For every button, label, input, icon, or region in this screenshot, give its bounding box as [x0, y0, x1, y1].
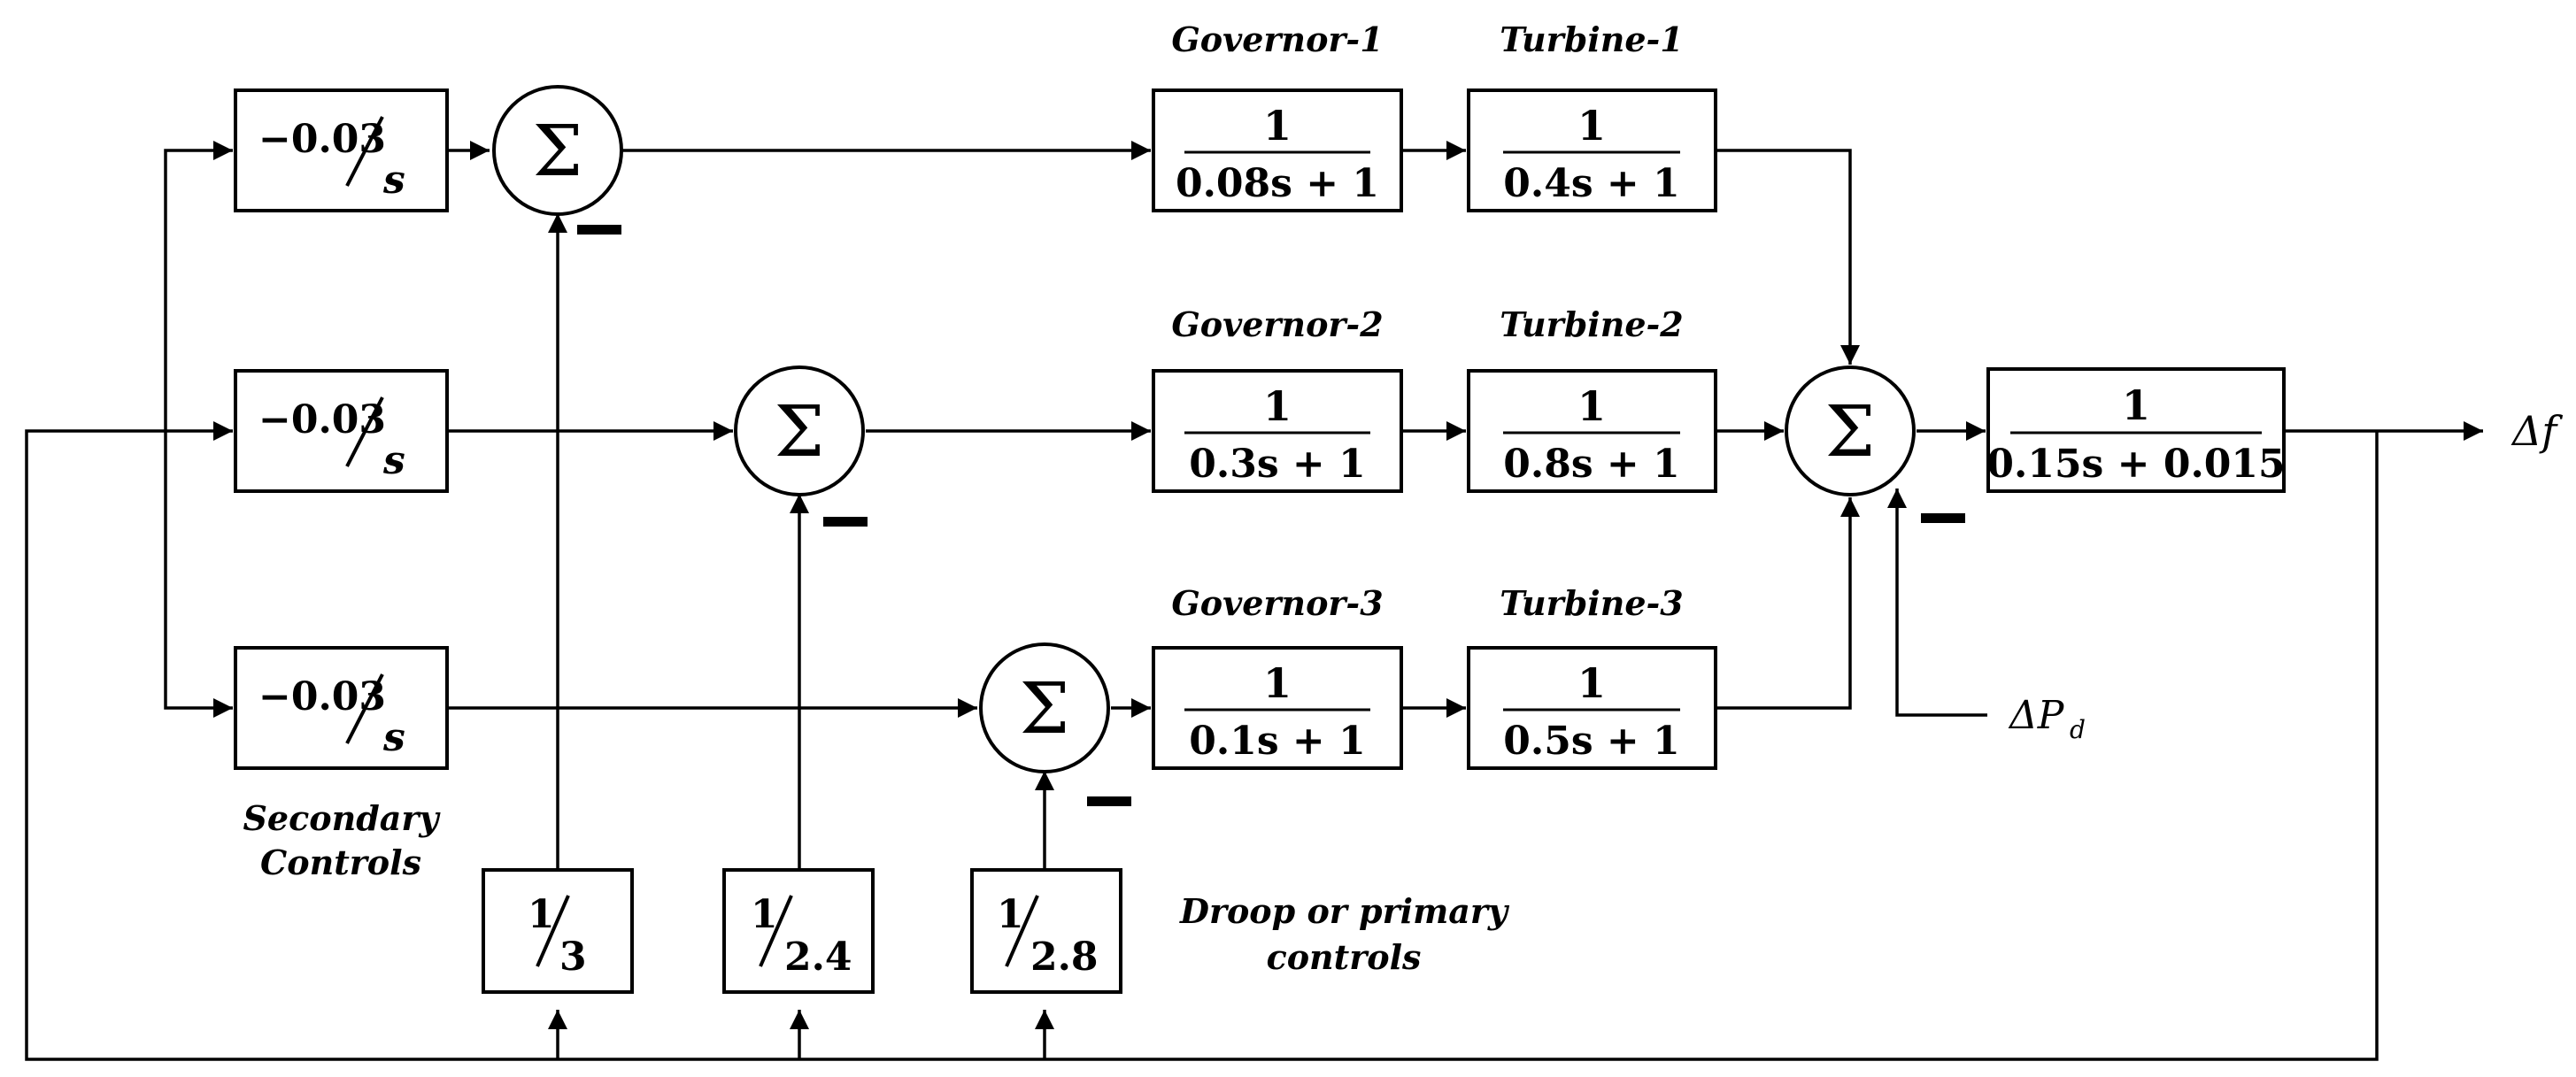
- droop-label-line1: Droop or primary: [1179, 891, 1510, 931]
- svg-text:s: s: [382, 158, 405, 203]
- row1-input-wire: [164, 141, 233, 431]
- sum-junction-2: Σ: [734, 365, 868, 527]
- svg-text:−0.03: −0.03: [258, 397, 386, 442]
- turbine-2-label: Turbine-2: [1500, 304, 1683, 344]
- svg-text:3: 3: [559, 935, 587, 980]
- droop-block-3: 1 2.8: [970, 868, 1122, 994]
- secondary-controls-label-line1: Secondary: [243, 798, 441, 838]
- row3-input-wire: [164, 431, 233, 718]
- secondary-block-1: −0.03 s: [234, 88, 449, 212]
- turbine-1-label: Turbine-1: [1500, 19, 1683, 59]
- minus-sign: [577, 225, 621, 235]
- svg-text:2.4: 2.4: [784, 935, 852, 980]
- svg-text:Σ: Σ: [1825, 390, 1876, 473]
- droop-block-2: 1 2.4: [722, 868, 875, 994]
- svg-text:1: 1: [1263, 382, 1292, 430]
- turbine-2-block: 1 0.8s + 1: [1467, 369, 1717, 493]
- disturbance-wire: [1887, 488, 1987, 717]
- governor-2-label: Governor-2: [1171, 304, 1383, 344]
- svg-text:s: s: [382, 715, 405, 760]
- svg-text:0.4s + 1: 0.4s + 1: [1503, 161, 1679, 206]
- tur1-to-mainsum-wire: [1716, 149, 1860, 365]
- svg-text:0.1s + 1: 0.1s + 1: [1189, 719, 1365, 764]
- svg-text:0.08s + 1: 0.08s + 1: [1176, 161, 1379, 206]
- svg-text:s: s: [382, 438, 405, 483]
- turbine-1-block: 1 0.4s + 1: [1467, 88, 1717, 212]
- svg-text:0.5s + 1: 0.5s + 1: [1503, 719, 1679, 764]
- svg-text:Σ: Σ: [775, 390, 825, 473]
- svg-text:0.8s + 1: 0.8s + 1: [1503, 442, 1679, 487]
- droop-block-1: 1 3: [482, 868, 634, 994]
- sum-junction-1: Σ: [492, 85, 623, 235]
- svg-text:1: 1: [1263, 102, 1292, 150]
- svg-text:1: 1: [751, 892, 778, 937]
- turbine-3-label: Turbine-3: [1500, 583, 1683, 623]
- svg-text:1: 1: [1577, 659, 1606, 707]
- svg-text:1: 1: [997, 892, 1024, 937]
- minus-sign: [1921, 513, 1965, 523]
- svg-text:1: 1: [1577, 382, 1606, 430]
- turbine-3-block: 1 0.5s + 1: [1467, 646, 1717, 770]
- svg-text:1: 1: [2122, 381, 2150, 429]
- disturbance-label: ΔP d: [2008, 693, 2086, 744]
- svg-text:1: 1: [1263, 659, 1292, 707]
- sum-junction-3: Σ: [979, 642, 1131, 806]
- svg-text:−0.03: −0.03: [258, 117, 386, 162]
- governor-3-block: 1 0.1s + 1: [1152, 646, 1403, 770]
- svg-text:1: 1: [1577, 102, 1606, 150]
- secondary-block-3: −0.03 s: [234, 646, 449, 770]
- minus-sign: [823, 517, 868, 527]
- secondary-controls-label-line2: Controls: [260, 842, 421, 882]
- governor-2-block: 1 0.3s + 1: [1152, 369, 1403, 493]
- svg-text:1: 1: [528, 892, 555, 937]
- svg-text:ΔP: ΔP: [2008, 693, 2065, 738]
- tur3-to-mainsum-wire: [1716, 497, 1860, 710]
- governor-3-label: Governor-3: [1171, 583, 1383, 623]
- plant-block: 1 0.15s + 0.015: [1986, 367, 2286, 493]
- output-label: Δf: [2510, 407, 2563, 455]
- svg-text:Σ: Σ: [533, 110, 583, 192]
- svg-text:d: d: [2070, 715, 2086, 744]
- minus-sign: [1087, 796, 1131, 806]
- main-sum-junction: Σ: [1785, 365, 1965, 523]
- svg-text:2.8: 2.8: [1030, 935, 1099, 980]
- svg-text:0.15s + 0.015: 0.15s + 0.015: [1986, 442, 2285, 487]
- droop-label-line2: controls: [1267, 937, 1422, 977]
- feedback-wire: [25, 429, 2379, 1061]
- svg-text:0.3s + 1: 0.3s + 1: [1189, 442, 1365, 487]
- svg-text:Σ: Σ: [1020, 667, 1070, 750]
- svg-text:−0.03: −0.03: [258, 674, 386, 719]
- governor-1-label: Governor-1: [1171, 19, 1383, 59]
- governor-1-block: 1 0.08s + 1: [1152, 88, 1403, 212]
- secondary-block-2: −0.03 s: [234, 369, 449, 493]
